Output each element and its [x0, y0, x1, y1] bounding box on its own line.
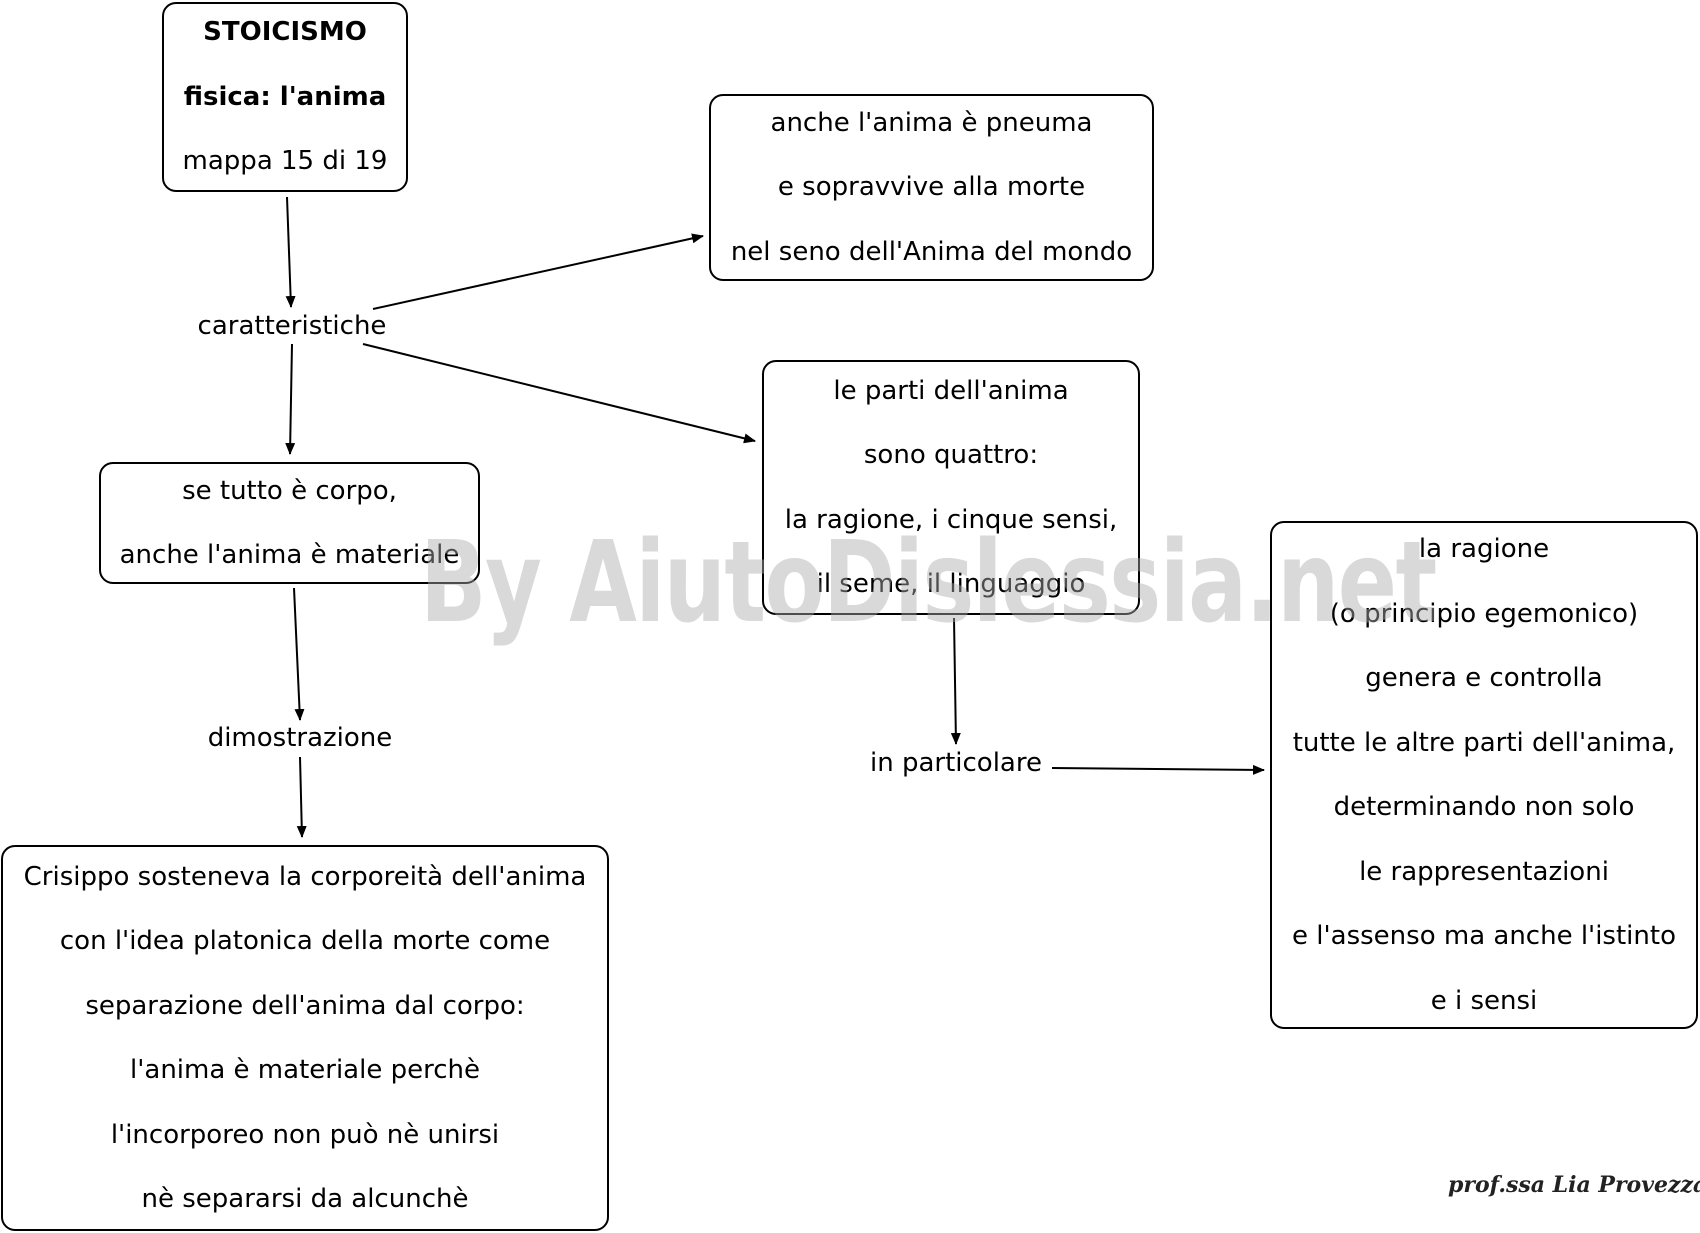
arrow-dimostrazione-to-crisippo	[296, 756, 307, 838]
arrow-title-to-caratteristiche	[285, 196, 296, 308]
title-box: STOICISMO fisica: l'anima mappa 15 di 19	[162, 2, 408, 192]
crisippo-line-5: l'incorporeo non può nè unirsi	[110, 1119, 500, 1150]
ragione-line-7: e l'assenso ma anche l'istinto	[1292, 921, 1676, 951]
ragione-line-6: le rappresentazioni	[1359, 856, 1609, 887]
corpo-box: se tutto è corpo, anche l'anima è materi…	[99, 462, 480, 584]
crisippo-line-4: l'anima è materiale perchè	[130, 1055, 480, 1085]
pneuma-line-1: anche l'anima è pneuma	[770, 107, 1093, 138]
arrow-in-particolare-to-ragione	[1051, 764, 1265, 775]
crisippo-line-6: nè separarsi da alcunchè	[141, 1184, 469, 1214]
ragione-line-4: tutte le altre parti dell'anima,	[1292, 727, 1676, 758]
parti-line-2: sono quattro:	[863, 440, 1039, 470]
arrow-parti-to-in-particolare	[950, 617, 961, 745]
crisippo-line-1: Crisippo sosteneva la corporeità dell'an…	[23, 861, 587, 892]
crisippo-line-3: separazione dell'anima dal corpo:	[85, 990, 525, 1021]
parti-line-1: le parti dell'anima	[833, 375, 1069, 406]
title-subtitle: fisica: l'anima	[183, 81, 387, 112]
ragione-line-5: determinando non solo	[1333, 792, 1635, 822]
parti-box: le parti dell'anima sono quattro: la rag…	[762, 360, 1140, 615]
corpo-line-2: anche l'anima è materiale	[119, 540, 460, 570]
title-map-number: mappa 15 di 19	[182, 146, 388, 177]
crisippo-box: Crisippo sosteneva la corporeità dell'an…	[1, 845, 609, 1231]
label-dimostrazione: dimostrazione	[207, 723, 393, 753]
corpo-line-1: se tutto è corpo,	[182, 475, 397, 506]
ragione-line-8: e i sensi	[1430, 985, 1538, 1016]
label-in-particolare: in particolare	[870, 748, 1042, 778]
label-caratteristiche: caratteristiche	[197, 311, 387, 341]
crisippo-line-2: con l'idea platonica della morte come	[59, 926, 551, 956]
arrow-caratteristiche-to-pneuma	[372, 233, 704, 310]
pneuma-box: anche l'anima è pneuma e sopravvive alla…	[709, 94, 1154, 281]
arrow-corpo-to-dimostrazione	[293, 587, 305, 721]
parti-line-3: la ragione, i cinque sensi,	[784, 504, 1118, 535]
pneuma-line-2: e sopravvive alla morte	[777, 172, 1086, 203]
ragione-line-1: la ragione	[1418, 534, 1550, 564]
parti-line-4: il seme, il linguaggio	[816, 569, 1086, 599]
ragione-line-2: (o principio egemonico)	[1329, 598, 1639, 629]
arrow-caratteristiche-to-corpo	[285, 343, 296, 455]
ragione-line-3: genera e controlla	[1365, 663, 1603, 693]
title-main: STOICISMO	[203, 17, 367, 48]
author-signature: prof.ssa Lia Provezza	[1448, 1172, 1700, 1198]
pneuma-line-3: nel seno dell'Anima del mondo	[730, 236, 1133, 267]
ragione-box: la ragione (o principio egemonico) gener…	[1270, 521, 1698, 1029]
arrow-caratteristiche-to-parti	[362, 343, 756, 444]
